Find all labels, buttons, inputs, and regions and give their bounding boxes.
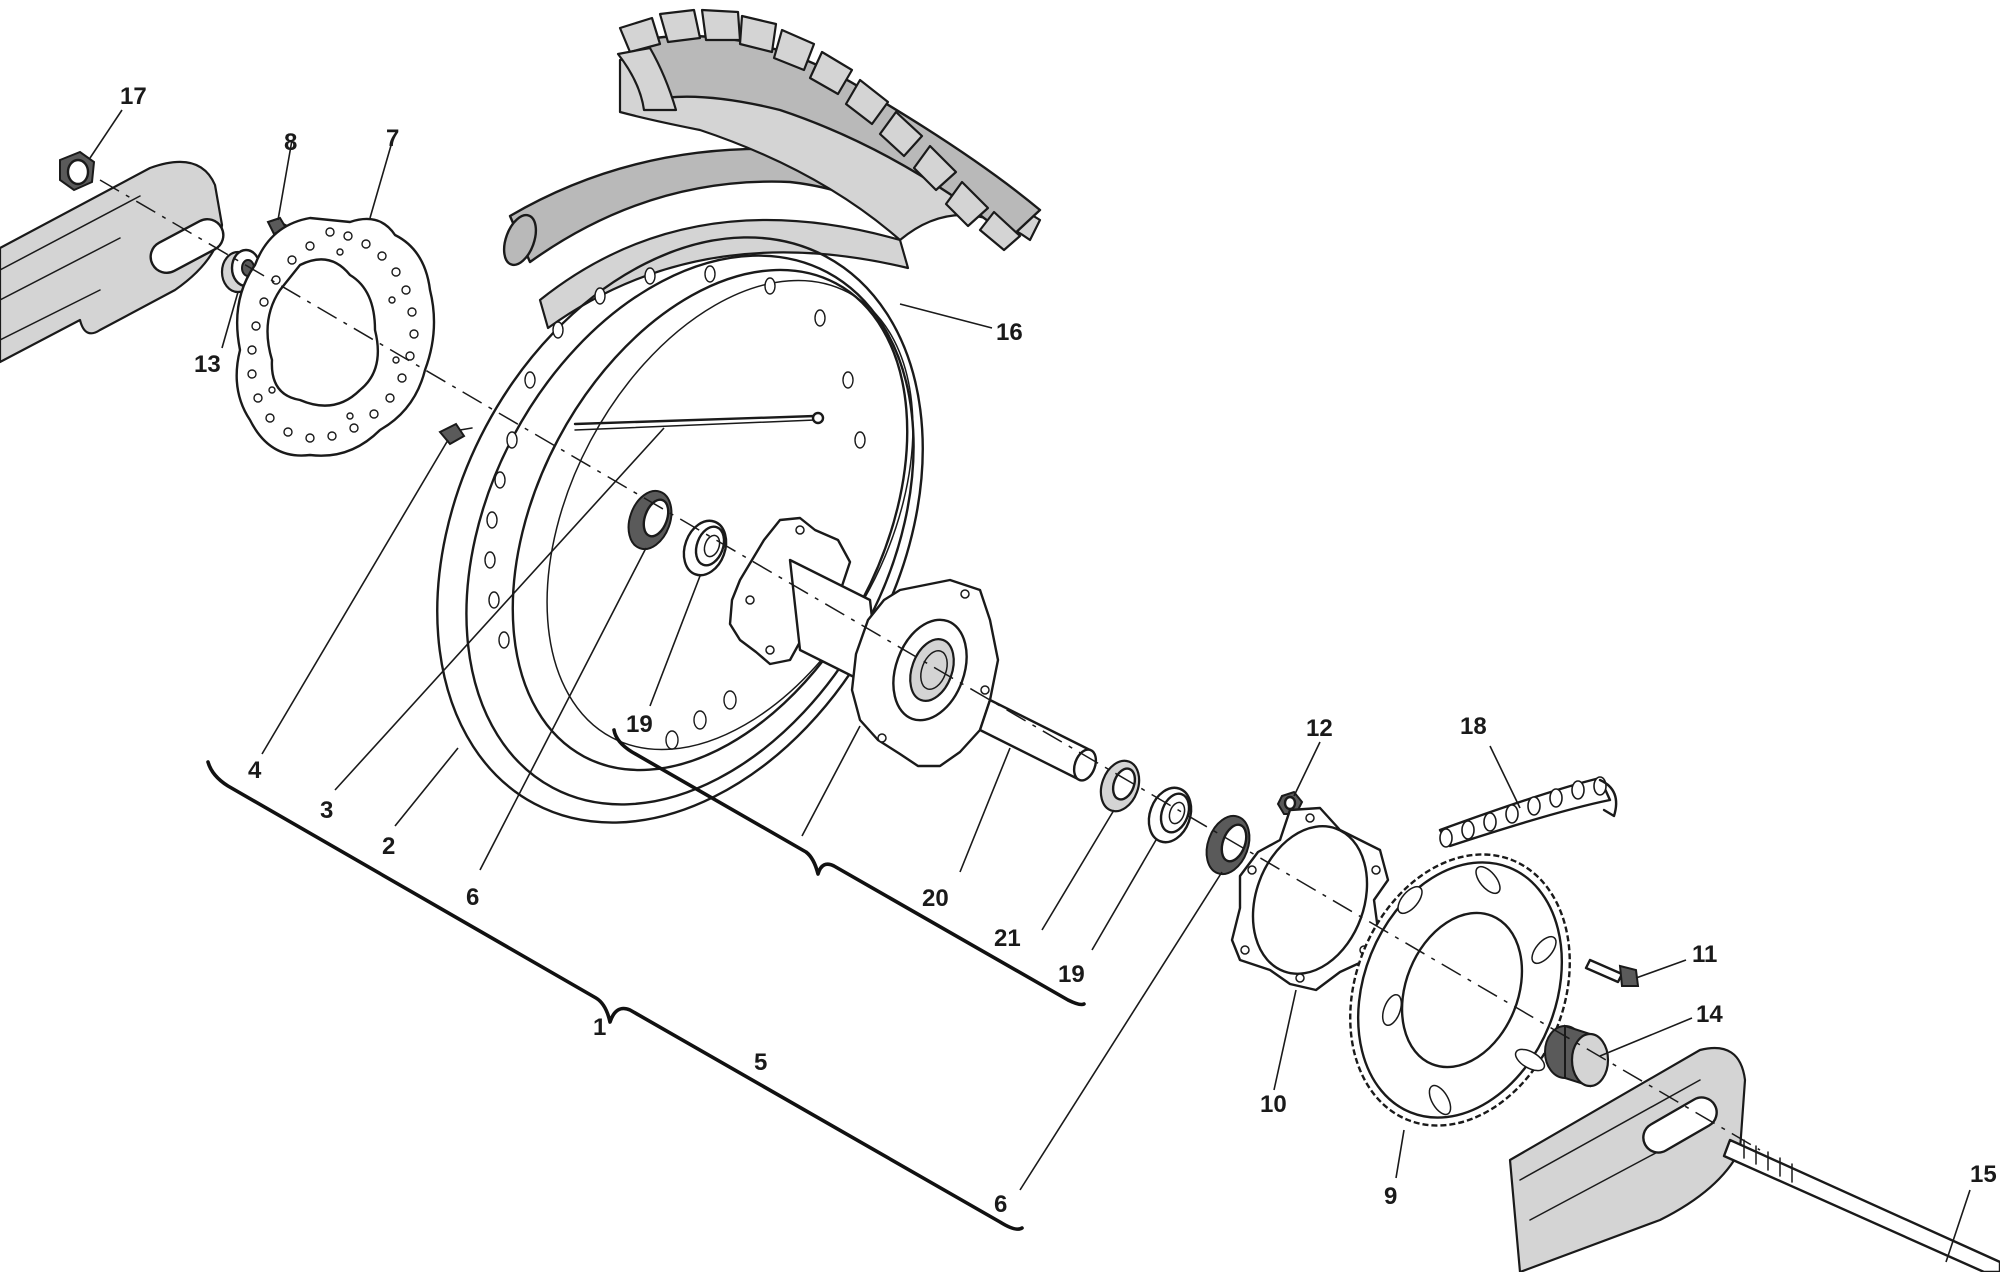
brace-wheel-assembly [206, 760, 1024, 1231]
callout-19-left: 19 [626, 711, 653, 738]
spoke [573, 411, 825, 431]
left-bearing [682, 519, 728, 577]
callout-18: 18 [1460, 713, 1487, 740]
axis-line [99, 179, 1761, 1151]
callout-4: 4 [248, 757, 262, 784]
callout-12: 12 [1306, 715, 1333, 742]
axle [1722, 1138, 2000, 1272]
brace-hub-assembly [612, 728, 1086, 1007]
chain [1438, 776, 1618, 848]
callout-8: 8 [284, 129, 297, 156]
callout-19-right: 19 [1058, 961, 1085, 988]
callout-11: 11 [1692, 941, 1717, 968]
left-oil-seal [627, 489, 673, 551]
callout-1: 1 [593, 1014, 606, 1041]
callout-3: 3 [320, 797, 333, 824]
hub [728, 516, 1000, 768]
axle-nut [59, 150, 96, 192]
callout-17: 17 [120, 83, 147, 110]
callout-6-right: 6 [994, 1191, 1007, 1218]
callout-2: 2 [382, 833, 395, 860]
callout-21: 21 [994, 925, 1021, 952]
callout-labels: 1 2 3 4 5 6 6 7 8 9 10 11 12 13 14 15 16… [120, 83, 1997, 1218]
sprocket-bolt [1584, 958, 1640, 987]
callout-7: 7 [386, 125, 399, 152]
callout-10: 10 [1260, 1091, 1287, 1118]
callout-13: 13 [194, 351, 221, 378]
left-swingarm [0, 160, 225, 364]
callout-15: 15 [1970, 1161, 1997, 1188]
right-spacer [1544, 1024, 1610, 1088]
right-swingarm [1508, 1046, 1747, 1272]
callout-16: 16 [996, 319, 1023, 346]
callout-9: 9 [1384, 1183, 1397, 1210]
rear-sprocket [1349, 853, 1571, 1127]
right-bearing [1147, 786, 1193, 844]
sprocket-carrier [1230, 806, 1390, 992]
callout-5: 5 [754, 1049, 767, 1076]
callout-6-left: 6 [466, 884, 479, 911]
brake-disc [235, 216, 436, 457]
spoke-nipple [438, 422, 473, 446]
callout-14: 14 [1696, 1001, 1723, 1028]
tyre [502, 8, 1042, 330]
callout-20: 20 [922, 885, 949, 912]
spacer-tube [978, 698, 1098, 782]
leader-lines [89, 109, 1971, 1263]
right-dust-seal [1099, 759, 1141, 813]
